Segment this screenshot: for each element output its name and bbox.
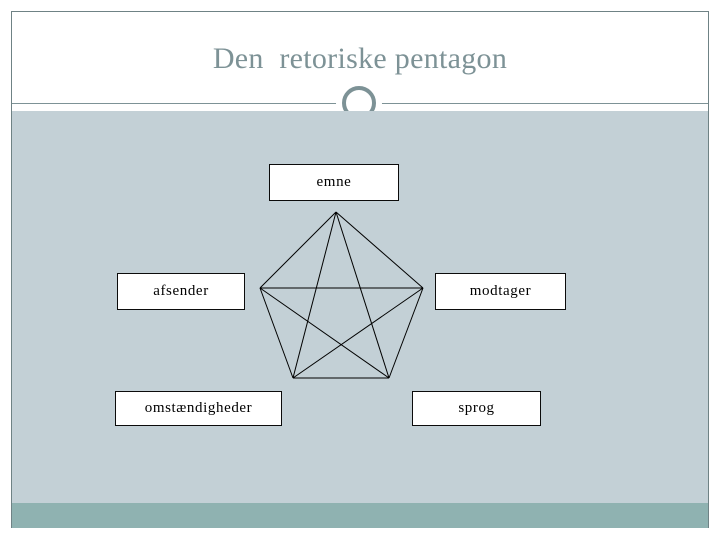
page-title: Den retoriske pentagon <box>212 42 508 75</box>
node-box-modtager[interactable]: modtager <box>435 273 566 310</box>
slide-canvas: Den retoriske pentagon emne afsender mod… <box>11 11 709 528</box>
node-box-omstaendigheder[interactable]: omstændigheder <box>115 391 282 426</box>
node-label-omstaendigheder: omstændigheder <box>144 400 253 416</box>
node-label-sprog: sprog <box>458 400 495 416</box>
node-label-modtager: modtager <box>469 283 532 299</box>
footer-accent-bar <box>12 503 708 528</box>
node-label-emne: emne <box>316 174 352 190</box>
node-box-sprog[interactable]: sprog <box>412 391 541 426</box>
node-box-emne[interactable]: emne <box>269 164 399 201</box>
node-box-afsender[interactable]: afsender <box>117 273 245 310</box>
node-label-afsender: afsender <box>153 283 209 299</box>
